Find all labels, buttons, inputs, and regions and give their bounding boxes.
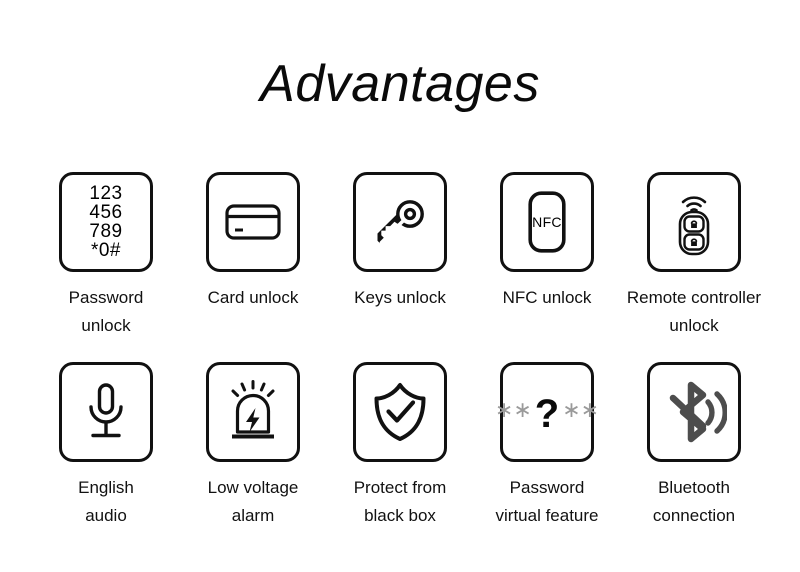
feature-label: Remote controller unlock: [626, 288, 762, 335]
alarm-siren-icon-box[interactable]: [206, 362, 300, 462]
credit-card-icon-box[interactable]: [206, 172, 300, 272]
shield-check-icon: [374, 383, 426, 441]
feature-label: Bluetooth connection: [652, 478, 736, 525]
keypad-icon-box[interactable]: 123 456 789 *0#: [59, 172, 153, 272]
password-asterisk-question-icon-box[interactable]: ∗∗ ? ∗∗: [495, 362, 599, 462]
feature-label: Protect from black box: [353, 478, 447, 525]
nfc-icon-box[interactable]: NFC: [500, 172, 594, 272]
password-asterisk-question-icon: ∗∗ ? ∗∗: [494, 392, 600, 436]
feature-english-audio[interactable]: English audio: [33, 362, 180, 530]
feature-password-unlock[interactable]: 123 456 789 *0# Password unlock: [33, 172, 180, 340]
microphone-icon: [89, 383, 123, 438]
keypad-row-4: *0#: [90, 240, 121, 261]
feature-remote-controller-unlock[interactable]: Remote controller unlock: [621, 172, 768, 340]
features-grid: 123 456 789 *0# Password unlock Card unl…: [0, 172, 800, 530]
feature-bluetooth-connection[interactable]: Bluetooth connection: [621, 362, 768, 530]
feature-label: English audio: [78, 478, 134, 525]
feature-card-unlock[interactable]: Card unlock: [180, 172, 327, 312]
bluetooth-signal-icon-box[interactable]: [647, 362, 741, 462]
nfc-icon: NFC: [528, 191, 566, 253]
feature-label: Keys unlock: [354, 288, 446, 307]
keypad-row-2: 456: [89, 202, 123, 223]
remote-key-fob-icon: [678, 196, 710, 256]
feature-label: NFC unlock: [502, 288, 592, 307]
feature-keys-unlock[interactable]: Keys unlock: [327, 172, 474, 312]
feature-protect-from-black-box[interactable]: Protect from black box: [327, 362, 474, 530]
shield-check-icon-box[interactable]: [353, 362, 447, 462]
page-title: Advantages: [260, 55, 540, 113]
key-icon-box[interactable]: [353, 172, 447, 272]
asterisk-left: ∗∗: [494, 397, 532, 422]
feature-label: Password unlock: [68, 288, 144, 335]
feature-label: Card unlock: [207, 288, 299, 307]
keypad-row-1: 123: [89, 183, 123, 204]
question-mark: ?: [534, 392, 560, 436]
microphone-icon-box[interactable]: [59, 362, 153, 462]
feature-nfc-unlock[interactable]: NFC NFC unlock: [474, 172, 621, 312]
remote-key-fob-icon-box[interactable]: [647, 172, 741, 272]
feature-label: Low voltage alarm: [207, 478, 299, 525]
nfc-label: NFC: [532, 214, 562, 230]
nfc-card-outline: [528, 191, 566, 253]
features-row-1: 123 456 789 *0# Password unlock Card unl…: [0, 172, 800, 340]
bluetooth-signal-icon: [669, 381, 727, 443]
features-row-2: English audio Low voltage alarm: [0, 362, 800, 530]
feature-password-virtual[interactable]: ∗∗ ? ∗∗ Password virtual feature: [474, 362, 621, 530]
feature-low-voltage-alarm[interactable]: Low voltage alarm: [180, 362, 327, 530]
alarm-siren-icon: [231, 380, 275, 439]
credit-card-icon: [225, 204, 281, 240]
keypad-row-3: 789: [89, 221, 123, 242]
key-icon: [377, 200, 424, 245]
keypad-icon: 123 456 789 *0#: [89, 184, 122, 260]
feature-label: Password virtual feature: [495, 478, 599, 525]
asterisk-right: ∗∗: [562, 397, 600, 422]
